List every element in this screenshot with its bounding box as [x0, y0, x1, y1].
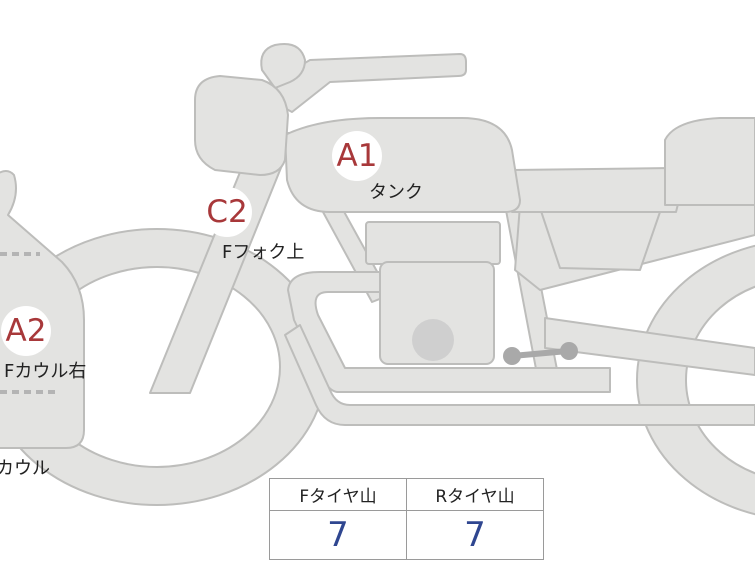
rear-tire-header: Rタイヤ山: [406, 478, 544, 511]
rear-tire-value: 7: [406, 510, 544, 560]
headlight: [194, 75, 289, 176]
front-tire-value: 7: [269, 510, 407, 560]
seat: [511, 167, 685, 213]
swingarm: [544, 317, 755, 376]
shift-rod: [509, 348, 571, 359]
rear-wheel: [636, 244, 755, 516]
marker-c2[interactable]: C2: [202, 187, 252, 237]
shift-end-left: [503, 347, 521, 365]
label-cowl: カウル: [0, 458, 50, 479]
label-f-fork-upper: Fフォク上: [222, 242, 305, 263]
rear-cowl: [664, 117, 755, 206]
engine-cover: [412, 319, 454, 361]
marker-a2[interactable]: A2: [1, 306, 51, 356]
front-fairing: [0, 170, 85, 449]
exhaust-pipe-lower: [284, 324, 755, 426]
engine-head: [365, 221, 501, 265]
marker-a1[interactable]: A1: [332, 131, 382, 181]
mirror: [260, 43, 306, 89]
front-tire-header: Fタイヤ山: [269, 478, 407, 511]
label-f-cowl-right: Fカウル右: [4, 361, 87, 382]
side-cover: [539, 207, 661, 271]
handlebar: [254, 53, 467, 113]
shift-end-right: [560, 342, 578, 360]
label-tank: タンク: [369, 182, 423, 203]
engine-block: [379, 261, 495, 365]
tire-tread-table: Fタイヤ山 Rタイヤ山 7 7: [269, 478, 544, 560]
